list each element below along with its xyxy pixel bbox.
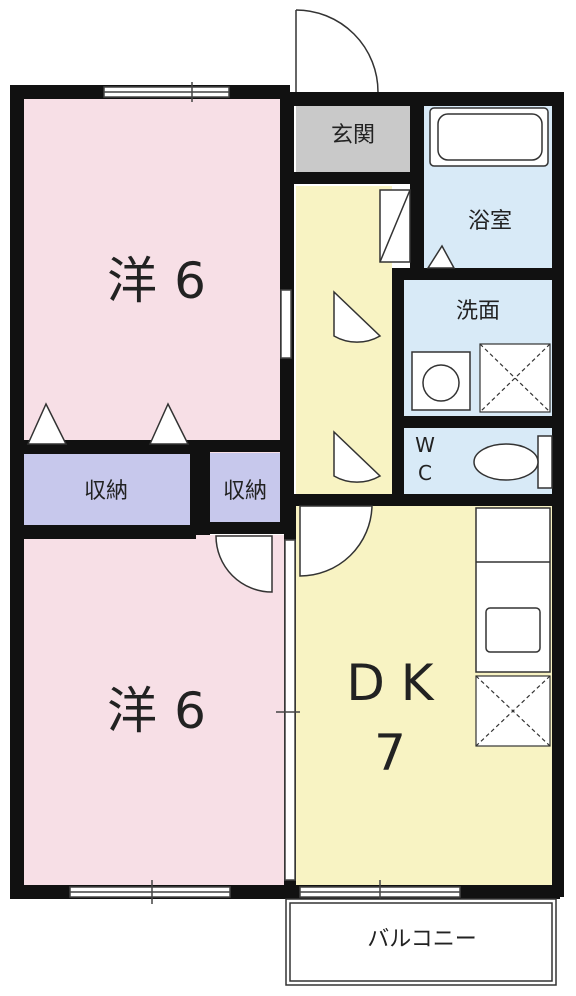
washer-pan-icon (479, 343, 551, 413)
storage-right-label: 収納 (223, 479, 267, 504)
western-room-1-label: 洋 (107, 252, 157, 310)
balcony-label: バルコニー (367, 927, 477, 952)
storage-left-floor (22, 453, 190, 527)
entry-door-icon (295, 9, 379, 93)
kitchen-counter (475, 507, 551, 673)
windows (69, 82, 461, 904)
dining-kitchen-label: D K (346, 654, 434, 712)
washbasin-icon (411, 351, 471, 411)
toilet-label-c: C (418, 461, 432, 485)
dining-kitchen-size: 7 (374, 724, 406, 782)
fridge-space-icon (475, 675, 551, 747)
entrance-floor (296, 102, 410, 180)
western-room-2-floor (22, 535, 284, 887)
toilet-label-w: W (415, 433, 435, 457)
bathtub-icon (429, 107, 549, 167)
balcony (285, 898, 557, 986)
western-room-1-floor (22, 95, 284, 455)
closet-door-icons (26, 244, 456, 445)
entrance-label: 玄関 (331, 123, 375, 148)
western-room-1-size: 6 (174, 252, 206, 310)
storage-right-floor (210, 453, 280, 527)
interior-doors (215, 189, 411, 593)
western-room-2-label: 洋 (107, 682, 157, 740)
western-room-2-size: 6 (174, 682, 206, 740)
toilet-icon (473, 435, 553, 489)
washroom-label: 洗面 (456, 299, 500, 324)
bathroom-label: 浴室 (468, 209, 512, 234)
storage-left-label: 収納 (84, 479, 128, 504)
